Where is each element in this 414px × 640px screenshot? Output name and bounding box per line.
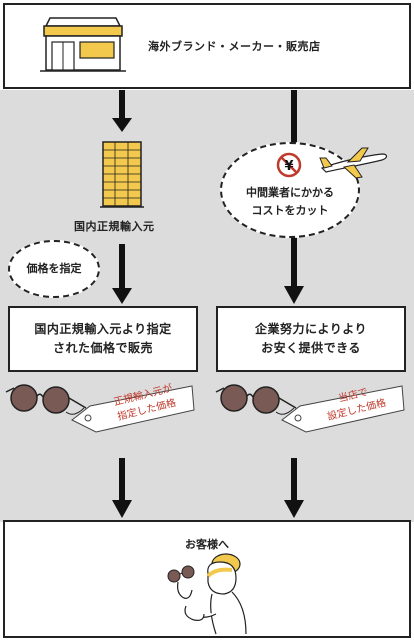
store-price-line-1: 企業努力によりより (254, 322, 368, 337)
store-icon (40, 17, 126, 72)
cost-cut-line-1: 中間業者にかかる (246, 186, 334, 200)
store-price-box: 企業努力によりより お安く提供できる (216, 306, 406, 372)
cost-cut-line-2: コストをカット (251, 204, 329, 217)
store-price-line-2: お安く提供できる (261, 341, 361, 355)
price-set-bubble-label: 価格を指定 (26, 262, 82, 276)
yen-symbol: ¥ (284, 159, 293, 174)
arrow-down-right-2 (284, 458, 304, 518)
customer-label: お客様へ (185, 538, 229, 551)
importer-price-line-2: された価格で販売 (52, 341, 153, 355)
arrow-down-left-3 (112, 458, 132, 518)
price-tag-icon-right (281, 385, 405, 433)
sunglasses-icon-left (5, 384, 87, 415)
arrow-down-left-2 (112, 244, 132, 304)
importer-price-line-1: 国内正規輸入元より指定 (34, 322, 172, 337)
importer-label: 国内正規輸入元 (74, 220, 155, 233)
price-set-bubble: 価格を指定 (8, 240, 100, 298)
sunglasses-icon-right (215, 384, 297, 415)
airplane-icon (319, 147, 388, 179)
arrow-down-left-1 (112, 90, 132, 132)
importer-price-box: 国内正規輸入元より指定 された価格で販売 (8, 306, 198, 372)
customer-box (3, 520, 411, 638)
source-label: 海外ブランド・メーカー・販売店 (148, 40, 321, 53)
customer-icon (167, 553, 247, 635)
no-yen-icon: ¥ (276, 152, 302, 178)
building-icon (100, 141, 144, 208)
price-tag-icon-left (71, 385, 195, 433)
